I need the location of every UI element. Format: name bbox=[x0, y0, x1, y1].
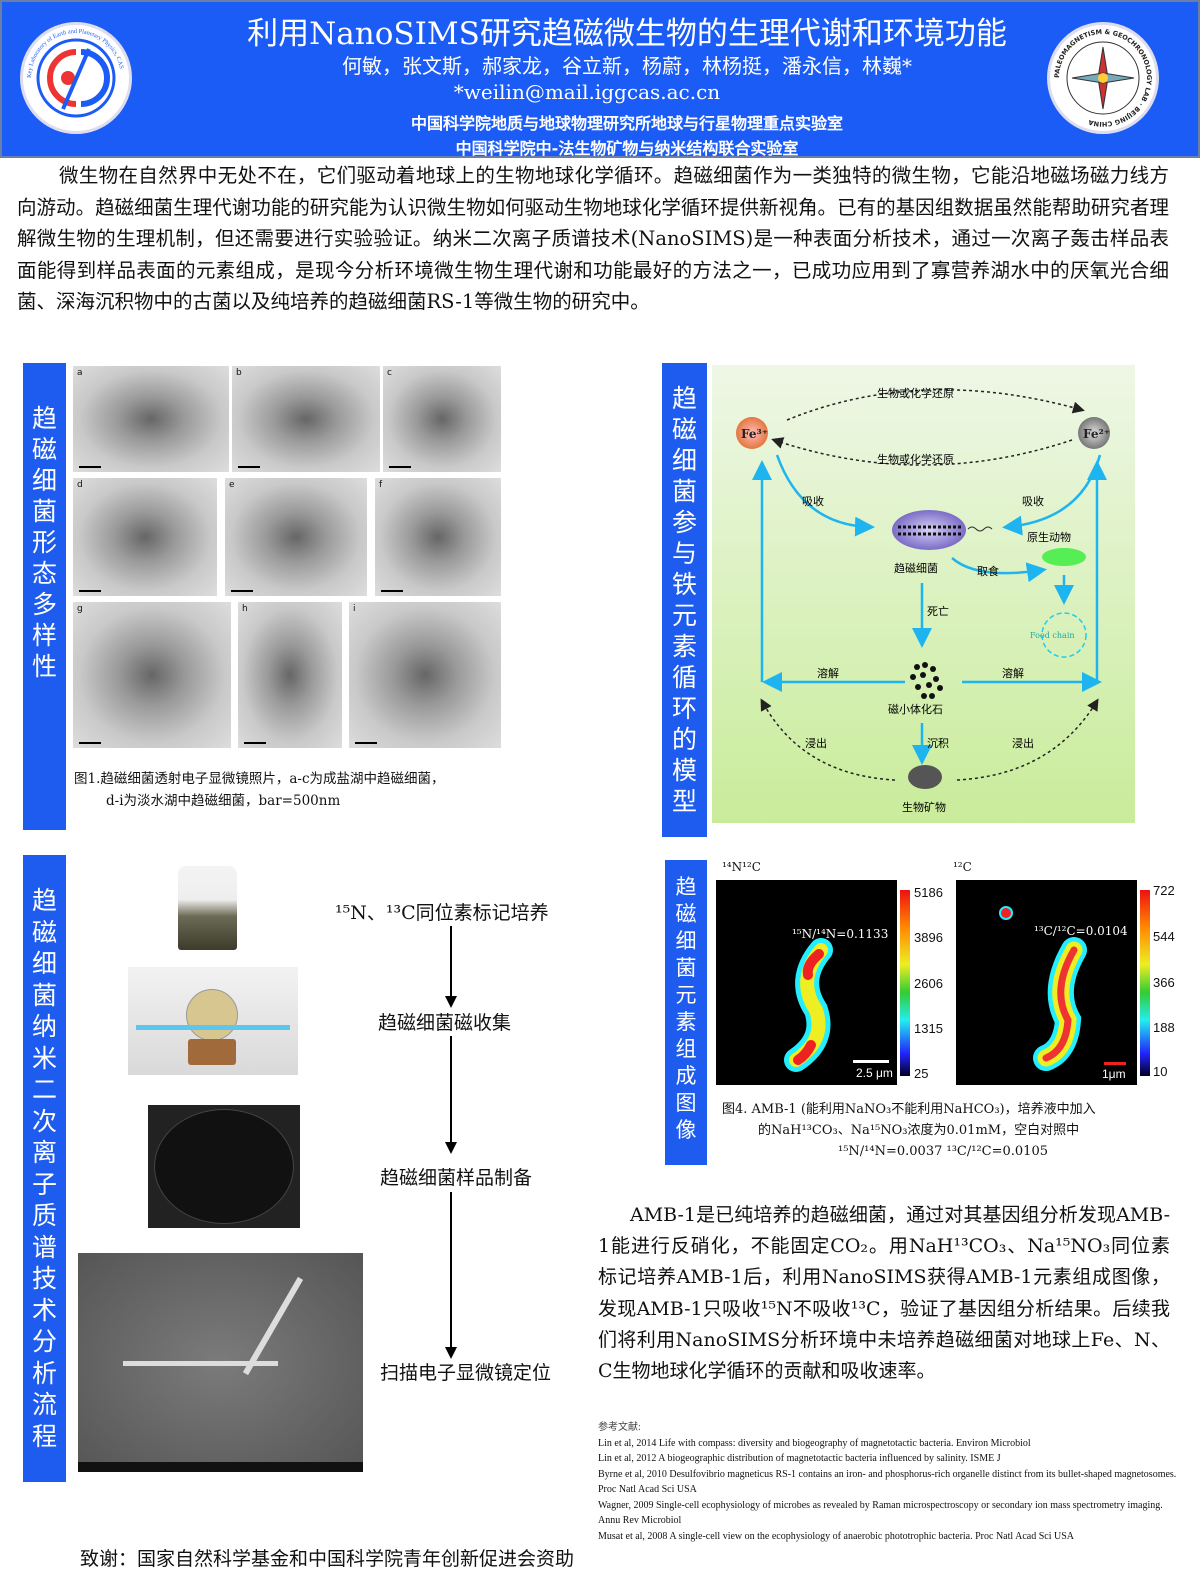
contact-email: *weilin@mail.iggcas.ac.cn bbox=[453, 80, 721, 104]
micrograph-d: d bbox=[72, 477, 218, 597]
fe3-label: Fe³⁺ bbox=[741, 427, 768, 441]
poster-title: 利用NanoSIMS研究趋磁微生物的生理代谢和环境功能 bbox=[247, 16, 1007, 52]
nanosims-image-12c: ¹³C/¹²C=0.0104 1μm bbox=[956, 880, 1137, 1085]
poster-header: Key Laboratory of Earth and Planetary Ph… bbox=[0, 0, 1200, 158]
death-label: 死亡 bbox=[927, 604, 949, 618]
workflow-step-2: 趋磁细菌磁收集 bbox=[378, 1012, 512, 1034]
institute-logo: Key Laboratory of Earth and Planetary Ph… bbox=[20, 22, 132, 134]
figure4-caption-line2: 的NaH¹³CO₃、Na¹⁵NO₃浓度为0.01mM，空白对照中 bbox=[758, 1123, 1080, 1138]
scale-bar-label: 1μm bbox=[1102, 1067, 1126, 1081]
institution-2: 中国科学院中-法生物矿物与纳米结构联合实验室 bbox=[455, 139, 799, 158]
conclusion-text: AMB-1是已纯培养的趋磁细菌，通过对其基因组分析发现AMB-1能进行反硝化，不… bbox=[598, 1204, 1170, 1383]
colorbar-left bbox=[900, 890, 910, 1076]
leach-label-left: 浸出 bbox=[805, 736, 827, 750]
leach-label-right: 浸出 bbox=[1012, 736, 1034, 750]
lab-logo: PALEOMAGNETISM & GEOCHRONOLOGY LAB · BEI… bbox=[1047, 22, 1159, 134]
biomineral-icon bbox=[908, 765, 942, 789]
nanosims-left-title: ¹⁴N¹²C bbox=[722, 860, 761, 874]
acknowledgement: 致谢：国家自然科学基金和中国科学院青年创新促进会资助 bbox=[80, 1548, 575, 1570]
reference-item: Wagner, 2009 Single-cell ecophysiology o… bbox=[598, 1499, 1163, 1527]
reference-item: Lin et al, 2012 A biogeographic distribu… bbox=[598, 1453, 1001, 1464]
dissolve-label-left: 溶解 bbox=[817, 666, 839, 680]
colorbar-right-tick: 366 bbox=[1153, 975, 1175, 990]
reference-item: Byrne et al, 2010 Desulfovibrio magnetic… bbox=[598, 1468, 1177, 1496]
magnetotactic-bacterium-icon bbox=[892, 510, 966, 550]
deposit-label: 沉积 bbox=[927, 737, 949, 750]
colorbar-right-tick: 544 bbox=[1153, 929, 1175, 944]
colorbar-left-tick: 3896 bbox=[914, 930, 943, 945]
colorbar-left-tick: 5186 bbox=[914, 885, 943, 900]
section-label-element-imaging: 趋磁细菌元素组成图像 bbox=[665, 860, 707, 1165]
mtb-label: 趋磁细菌 bbox=[894, 562, 938, 575]
carbon-ratio-label: ¹³C/¹²C=0.0104 bbox=[1034, 924, 1128, 938]
section-label-nanosims-workflow: 趋磁细菌纳米二次离子质谱技术分析流程 bbox=[23, 855, 66, 1482]
scale-bar bbox=[1104, 1062, 1126, 1065]
absorb-label-left: 吸收 bbox=[802, 494, 824, 508]
colorbar-right bbox=[1140, 890, 1150, 1076]
workflow-step-3: 趋磁细菌样品制备 bbox=[380, 1167, 533, 1189]
colorbar-left-tick: 2606 bbox=[914, 976, 943, 991]
nanosims-right-title: ¹²C bbox=[953, 860, 972, 874]
micrograph-a: a bbox=[72, 365, 230, 473]
magnetofossil-label: 磁小体化石 bbox=[888, 702, 943, 716]
reduction-label-top: 生物或化学还原 bbox=[877, 386, 954, 400]
fe2-ion-icon bbox=[1078, 417, 1110, 449]
micrograph-h: h bbox=[237, 601, 343, 749]
scale-bar bbox=[853, 1060, 889, 1063]
magnetic-collection-flask-photo bbox=[128, 967, 298, 1075]
colorbar-right-tick: 10 bbox=[1153, 1064, 1168, 1079]
reduction-label-bottom: 生物或化学还原 bbox=[877, 452, 954, 466]
introduction-text: 微生物在自然界中无处不在，它们驱动着地球上的生物地球化学循环。趋磁细菌作为一类独… bbox=[17, 164, 1169, 313]
food-chain-cycle-icon bbox=[1041, 612, 1087, 658]
scale-bar-label: 2.5 μm bbox=[856, 1066, 893, 1080]
figure1-caption-line1: 图1.趋磁细菌透射电子显微镜照片，a-c为成盐湖中趋磁细菌， bbox=[74, 771, 445, 787]
nitrogen-ratio-label: ¹⁵N/¹⁴N=0.1133 bbox=[792, 927, 889, 941]
section-label-iron-cycle: 趋磁细菌参与铁元素循环的模型 bbox=[662, 363, 707, 837]
figure4-caption-line3: ¹⁵N/¹⁴N=0.0037 ¹³C/¹²C=0.0105 bbox=[838, 1144, 1048, 1159]
micrograph-i: i bbox=[348, 601, 502, 749]
workflow-step-1: ¹⁵N、¹³C同位素标记培养 bbox=[335, 902, 549, 924]
authors: 何敏，张文斯，郝家龙，谷立新，杨蔚，林杨挺，潘永信，林巍* bbox=[342, 54, 912, 78]
predation-label: 取食 bbox=[977, 564, 999, 578]
tem-micrograph-grid: a b c d e f g h i bbox=[72, 365, 502, 750]
absorb-label-right: 吸收 bbox=[1022, 494, 1044, 508]
reference-item: Lin et al, 2014 Life with compass: diver… bbox=[598, 1437, 1031, 1449]
culture-bottle-photo bbox=[178, 866, 237, 950]
micrograph-b: b bbox=[231, 365, 381, 473]
biomineral-label: 生物矿物 bbox=[902, 800, 946, 814]
protozoa-icon bbox=[1042, 548, 1086, 566]
micrograph-c: c bbox=[382, 365, 502, 473]
nanosims-image-14n12c: ¹⁵N/¹⁴N=0.1133 2.5 μm bbox=[716, 880, 897, 1085]
protozoa-label: 原生动物 bbox=[1027, 530, 1071, 544]
workflow-arrow-1 bbox=[445, 926, 457, 1008]
micrograph-g: g bbox=[72, 601, 232, 749]
workflow-arrow-3 bbox=[445, 1192, 457, 1359]
workflow-arrow-2 bbox=[445, 1036, 457, 1154]
micrograph-f: f bbox=[374, 477, 502, 597]
fe3-ion-icon bbox=[736, 417, 768, 449]
magnetofossil-icon bbox=[910, 662, 943, 699]
institution-1: 中国科学院地质与地球物理研究所地球与行星物理重点实验室 bbox=[410, 114, 843, 133]
references: 参考文献: Lin et al, 2014 Life with compass:… bbox=[598, 1420, 1178, 1544]
sample-dish-photo bbox=[148, 1105, 300, 1228]
colorbar-right-tick: 188 bbox=[1153, 1020, 1175, 1035]
fe2-label: Fe²⁺ bbox=[1083, 427, 1110, 441]
food-chain-label: Food chain bbox=[1030, 631, 1075, 640]
reduction-arrow-top bbox=[786, 389, 1085, 421]
colorbar-left-tick: 1315 bbox=[914, 1021, 943, 1036]
section-label-morphology: 趋磁细菌形态多样性 bbox=[23, 363, 66, 830]
references-title: 参考文献: bbox=[598, 1422, 641, 1433]
reference-item: Musat et al, 2008 A single-cell view on … bbox=[598, 1530, 1074, 1542]
micrograph-e: e bbox=[224, 477, 368, 597]
colorbar-left-tick: 25 bbox=[914, 1066, 929, 1081]
workflow-step-4: 扫描电子显微镜定位 bbox=[380, 1362, 552, 1384]
figure1-caption-line2: d-i为淡水湖中趋磁细菌，bar=500nm bbox=[106, 793, 341, 809]
sem-image bbox=[78, 1253, 363, 1472]
colorbar-right-tick: 722 bbox=[1153, 883, 1175, 898]
reduction-arrow-bottom bbox=[771, 437, 1073, 466]
dissolve-label-right: 溶解 bbox=[1002, 666, 1024, 680]
figure4-caption-line1: 图4. AMB-1 (能利用NaNO₃不能利用NaHCO₃)，培养液中加入 bbox=[722, 1102, 1096, 1117]
iron-cycle-diagram: Fe³⁺ Fe²⁺ 生物或化学还原 生物或化学还原 吸收 吸收 趋磁细菌 取食 … bbox=[712, 365, 1135, 823]
